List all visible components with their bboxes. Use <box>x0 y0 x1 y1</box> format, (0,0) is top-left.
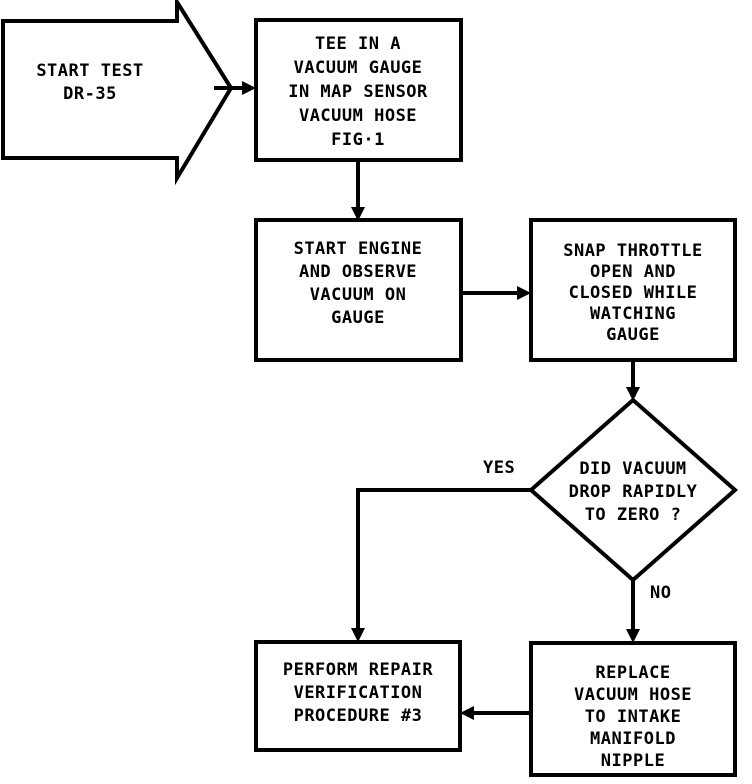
node-start-engine[interactable]: START ENGINE AND OBSERVE VACUUM ON GAUGE <box>254 218 463 362</box>
node-tee-gauge[interactable]: TEE IN A VACUUM GAUGE IN MAP SENSOR VACU… <box>254 18 463 162</box>
node-start-engine-line-1: AND OBSERVE <box>299 262 417 282</box>
edge-tee-gauge-to-start-engine <box>351 160 365 221</box>
node-start-engine-line-0: START ENGINE <box>294 239 423 259</box>
replace-hose-box <box>529 641 737 777</box>
edge-replace-hose-to-perform-repair <box>460 706 531 720</box>
node-perform-repair-line-0: PERFORM REPAIR <box>283 660 434 680</box>
node-start-line-0: START TEST <box>36 61 143 81</box>
node-snap-throttle[interactable]: SNAP THROTTLE OPEN AND CLOSED WHILE WATC… <box>529 218 737 362</box>
node-replace-hose[interactable]: REPLACE VACUUM HOSE TO INTAKE MANIFOLD N… <box>529 641 737 777</box>
node-replace-hose-line-2: TO INTAKE <box>585 707 682 727</box>
snap-throttle-box <box>529 218 737 362</box>
node-perform-repair-line-2: PROCEDURE #3 <box>294 706 423 726</box>
node-snap-throttle-line-0: SNAP THROTTLE <box>563 241 703 261</box>
perform-repair-box <box>254 640 462 752</box>
node-tee-gauge-line-3: VACUUM HOSE <box>299 106 417 126</box>
edge-start-to-tee-gauge <box>214 81 256 95</box>
node-perform-repair[interactable]: PERFORM REPAIR VERIFICATION PROCEDURE #3 <box>254 640 462 752</box>
start-arrow-shape <box>1 0 234 186</box>
start-engine-box <box>254 218 463 362</box>
node-snap-throttle-line-4: GAUGE <box>606 325 660 345</box>
node-start[interactable]: START TEST DR-35 <box>1 0 234 186</box>
node-tee-gauge-line-4: FIG·1 <box>331 130 385 150</box>
node-replace-hose-line-0: REPLACE <box>595 663 670 683</box>
edge-label-yes: YES <box>483 458 515 478</box>
edge-start-engine-to-snap-throttle <box>461 286 531 300</box>
node-start-engine-line-3: GAUGE <box>331 308 385 328</box>
node-decision-line-2: TO ZERO ? <box>585 505 682 525</box>
edge-label-no: NO <box>650 583 671 603</box>
edge-snap-throttle-to-decision <box>626 360 640 401</box>
node-decision-line-0: DID VACUUM <box>579 459 686 479</box>
node-tee-gauge-line-0: TEE IN A <box>315 34 401 54</box>
node-replace-hose-line-1: VACUUM HOSE <box>574 685 692 705</box>
node-tee-gauge-line-1: VACUUM GAUGE <box>294 58 423 78</box>
node-perform-repair-line-1: VERIFICATION <box>294 683 423 703</box>
edge-no-branch <box>626 580 640 643</box>
node-replace-hose-line-3: MANIFOLD <box>590 729 676 749</box>
node-snap-throttle-line-2: CLOSED WHILE <box>569 283 698 303</box>
node-decision-vacuum-drop[interactable]: DID VACUUM DROP RAPIDLY TO ZERO ? <box>527 397 739 583</box>
node-replace-hose-line-4: NIPPLE <box>601 751 665 771</box>
node-start-line-1: DR-35 <box>63 84 117 104</box>
node-decision-line-1: DROP RAPIDLY <box>569 482 698 502</box>
node-snap-throttle-line-1: OPEN AND <box>590 262 676 282</box>
edge-yes-branch <box>351 488 531 642</box>
node-start-engine-line-2: VACUUM ON <box>310 285 407 305</box>
node-tee-gauge-line-2: IN MAP SENSOR <box>288 82 428 102</box>
tee-gauge-box <box>254 18 463 162</box>
node-snap-throttle-line-3: WATCHING <box>590 304 676 324</box>
